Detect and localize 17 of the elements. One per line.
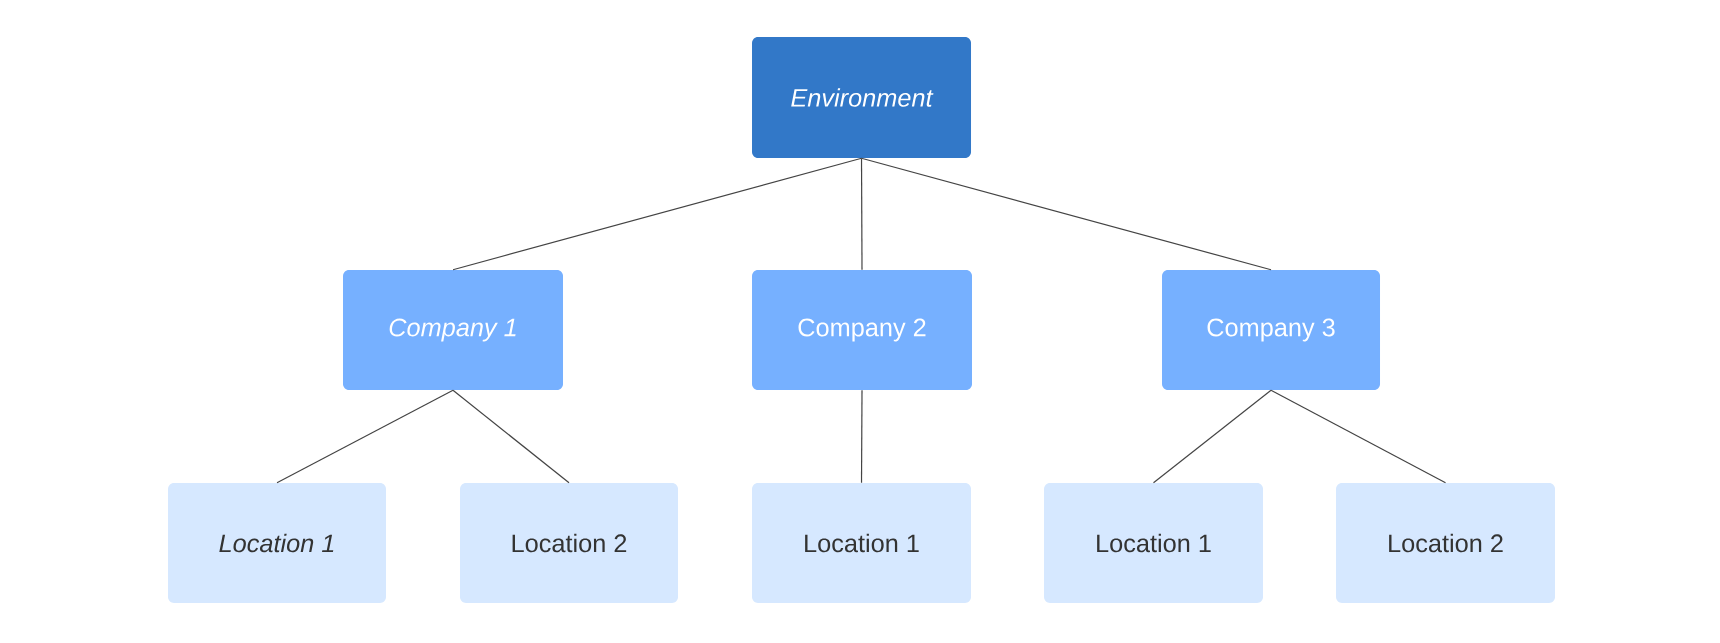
connector-line [860,389,863,484]
location-box: Location 2 [460,483,678,603]
company-box: Company 2 [752,270,972,390]
connector-line [1270,389,1447,484]
connector-line [860,157,1272,271]
root-box: Environment [752,37,971,158]
company-box: Company 1 [343,270,563,390]
connector-line [276,389,454,484]
connector-line [860,157,863,271]
location-box: Location 2 [1336,483,1555,603]
location-box: Location 1 [1044,483,1263,603]
company-box: Company 3 [1162,270,1380,390]
connector-line [452,157,863,271]
location-box: Location 1 [168,483,386,603]
location-box: Location 1 [752,483,971,603]
connector-line [1152,389,1272,484]
connector-line [452,389,570,484]
